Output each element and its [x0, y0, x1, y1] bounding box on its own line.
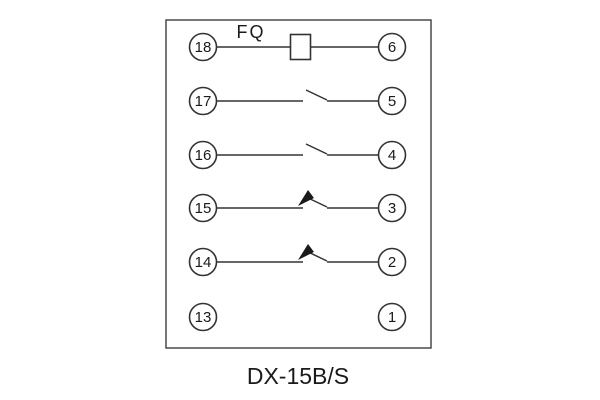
terminal-number: 4	[388, 147, 396, 164]
row-contact-2: 16 4	[188, 140, 407, 170]
terminal-number: 5	[388, 93, 396, 110]
contact-blade	[305, 89, 328, 101]
coil-symbol	[289, 33, 312, 61]
terminal-number: 14	[195, 254, 212, 271]
row-coil: FQ 18 6	[188, 22, 407, 62]
terminal-circle-left	[188, 193, 218, 223]
terminal-circle-left	[188, 247, 218, 277]
terminal-circle-right	[377, 140, 407, 170]
terminal-circle-left	[188, 32, 218, 62]
terminal-circle-left	[188, 86, 218, 116]
diagram-title: DX-15B/S	[247, 363, 349, 389]
terminal-circle-right	[377, 86, 407, 116]
terminal-number: 2	[388, 254, 396, 271]
terminal-circle-right	[377, 32, 407, 62]
row-spare-terminals: 13 1	[188, 302, 407, 332]
terminal-number: 1	[388, 309, 396, 326]
flag-indicator-icon	[298, 244, 314, 260]
diagram-border	[165, 19, 432, 349]
terminal-number: 16	[195, 147, 212, 164]
terminal-circle-left	[188, 302, 218, 332]
terminal-number: 6	[388, 39, 396, 56]
row-flag-contact-2: 14 2	[188, 244, 407, 277]
terminal-circle-right	[377, 247, 407, 277]
terminal-number: 18	[195, 39, 212, 56]
flag-indicator-icon	[298, 190, 314, 206]
terminal-number: 15	[195, 200, 212, 217]
row-flag-contact-1: 15 3	[188, 190, 407, 223]
contact-blade	[305, 143, 328, 155]
terminal-number: 3	[388, 200, 396, 217]
terminal-circle-right	[377, 302, 407, 332]
coil-label: FQ	[237, 22, 266, 42]
terminal-number: 13	[195, 309, 212, 326]
terminal-circle-right	[377, 193, 407, 223]
row-contact-1: 17 5	[188, 86, 407, 116]
terminal-circle-left	[188, 140, 218, 170]
terminal-number: 17	[195, 93, 212, 110]
